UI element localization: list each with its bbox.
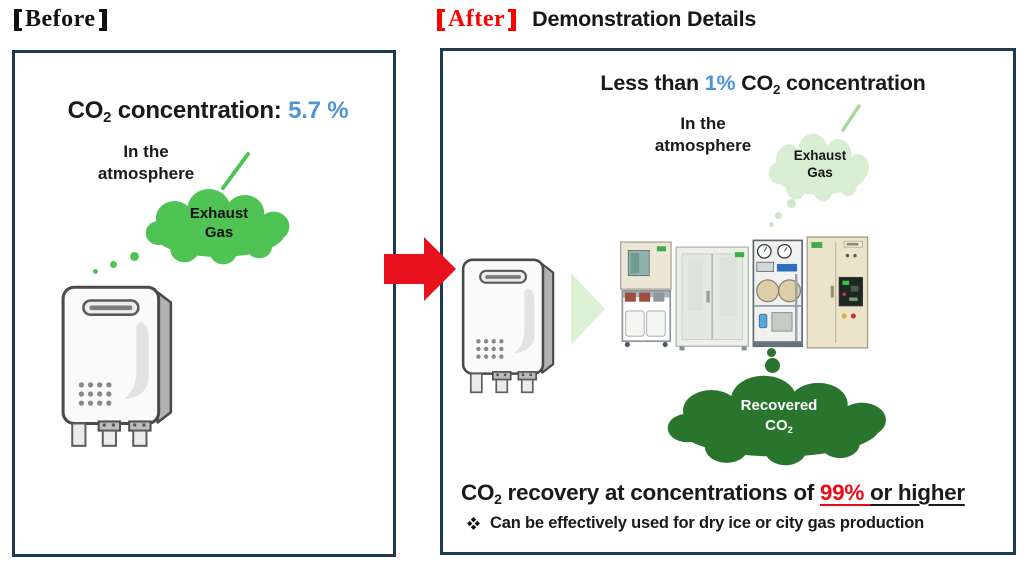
recovery-value: 99% xyxy=(819,480,871,505)
equipment-unit-analyzer xyxy=(620,241,672,348)
before-header: Before xyxy=(14,6,107,33)
after-title: Demonstration Details xyxy=(532,7,757,31)
heading-co: CO xyxy=(67,97,104,124)
before-panel: CO2 concentration: 5.7 % In the atmosphe… xyxy=(12,50,396,557)
recovery-heading: CO2 recovery at concentrations of 99% or… xyxy=(461,480,965,507)
recovered-co2-cloud: Recovered CO2 xyxy=(659,371,899,466)
thought-dot xyxy=(775,212,782,219)
thought-dot xyxy=(130,252,139,261)
after-label: After xyxy=(437,6,517,33)
recovery-note-text: Can be effectively used for dry ice or c… xyxy=(490,514,925,532)
thought-dot xyxy=(765,358,780,373)
lenticular-bracket-right-icon xyxy=(98,8,107,31)
exhaust-gas-cloud: Exhaust Gas xyxy=(765,130,875,202)
co2-recovery-equipment-illustration xyxy=(620,236,869,351)
thought-dot xyxy=(767,348,776,357)
water-heater-illustration xyxy=(458,253,560,394)
cloud-stem-icon xyxy=(841,104,861,132)
before-label: Before xyxy=(14,6,107,33)
exhaust-gas-cloud-label: Exhaust Gas xyxy=(189,205,249,241)
equipment-unit-control-cabinet xyxy=(806,236,869,349)
co2-concentration-heading: CO2 concentration: 5.7 % xyxy=(41,97,375,127)
heading-sub: 2 xyxy=(103,110,112,127)
exhaust-gas-cloud-label: Exhaust Gas xyxy=(793,148,847,180)
exhaust-gas-cloud: Exhaust Gas xyxy=(140,185,298,265)
thought-dot xyxy=(110,261,117,268)
flow-arrow-icon xyxy=(571,273,605,345)
thought-dot xyxy=(93,269,98,274)
equipment-unit-chamber xyxy=(675,246,749,351)
lenticular-bracket-left-icon xyxy=(437,8,445,31)
lenticular-bracket-right-icon xyxy=(508,8,517,31)
after-concentration-heading: Less than 1% CO2 concentration xyxy=(600,71,926,97)
atmosphere-label: In the atmosphere xyxy=(97,142,195,183)
recovery-note: Can be effectively used for dry ice or c… xyxy=(467,514,924,533)
concentration-value: 1% xyxy=(704,71,736,95)
concentration-value: 5.7 % xyxy=(288,97,349,124)
transition-arrow-icon xyxy=(384,237,456,301)
atmosphere-label: In the atmosphere xyxy=(654,114,752,155)
thought-dot xyxy=(769,222,774,227)
recovered-co2-cloud-label: Recovered CO2 xyxy=(740,397,818,435)
water-heater-illustration xyxy=(57,279,179,448)
cloud-stem-icon xyxy=(221,152,250,190)
heading-rest: concentration: xyxy=(111,97,289,124)
diamond-bullet-icon xyxy=(467,517,480,530)
thought-dot xyxy=(787,199,796,208)
after-header: After Demonstration Details xyxy=(437,6,756,33)
after-panel: Less than 1% CO2 concentration In the at… xyxy=(440,48,1016,555)
lenticular-bracket-left-icon xyxy=(14,8,22,31)
equipment-unit-recovery-rack xyxy=(752,239,803,348)
